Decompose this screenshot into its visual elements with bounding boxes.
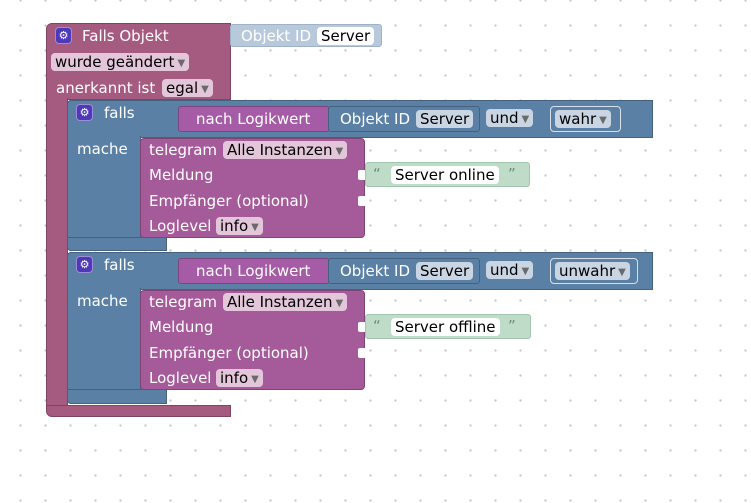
bool-dropdown[interactable]: unwahr▼ xyxy=(555,262,630,280)
to-bool-label: nach Logikwert xyxy=(196,110,311,128)
changed-value: wurde geändert xyxy=(55,53,175,71)
message-label: Meldung xyxy=(149,318,214,336)
input-socket xyxy=(358,348,367,358)
bool-value: wahr xyxy=(559,110,597,128)
chevron-down-icon: ▼ xyxy=(618,267,626,278)
quote-close-icon: ” xyxy=(508,317,516,335)
loglevel-dropdown[interactable]: info▼ xyxy=(216,369,263,387)
recipient-label: Empfänger (optional) xyxy=(149,192,309,210)
bool-value: unwahr xyxy=(559,262,616,280)
loglevel-label: Loglevel xyxy=(149,217,212,235)
to-bool-label: nach Logikwert xyxy=(196,262,311,280)
chevron-down-icon: ▼ xyxy=(521,266,530,277)
input-socket xyxy=(358,170,367,180)
operator-value: und xyxy=(490,261,519,279)
ack-value: egal xyxy=(166,79,199,97)
chevron-down-icon: ▼ xyxy=(335,146,344,157)
chevron-down-icon: ▼ xyxy=(251,222,259,233)
chevron-down-icon: ▼ xyxy=(177,58,186,69)
instance-dropdown[interactable]: Alle Instanzen▼ xyxy=(223,293,348,311)
do-label: mache xyxy=(77,292,128,310)
message-text-field[interactable]: Server online xyxy=(391,166,499,184)
chevron-down-icon: ▼ xyxy=(201,84,209,95)
input-socket xyxy=(358,196,367,206)
object-id-label: Objekt ID xyxy=(241,27,312,45)
ack-label: anerkannt ist xyxy=(56,79,156,97)
loglevel-dropdown[interactable]: info▼ xyxy=(216,217,263,235)
chevron-down-icon: ▼ xyxy=(521,114,530,125)
chevron-down-icon: ▼ xyxy=(251,374,259,385)
loglevel-value: info xyxy=(220,369,249,387)
if-label: falls xyxy=(104,104,135,122)
operator-dropdown[interactable]: und▼ xyxy=(486,109,534,127)
quote-close-icon: ” xyxy=(508,165,516,183)
message-text-field[interactable]: Server offline xyxy=(391,318,500,336)
ack-dropdown[interactable]: egal▼ xyxy=(162,79,213,97)
quote-open-icon: “ xyxy=(373,317,381,335)
operator-dropdown[interactable]: und▼ xyxy=(486,261,534,279)
if-label: falls xyxy=(104,256,135,274)
object-id-field[interactable]: Server xyxy=(317,27,375,45)
message-label: Meldung xyxy=(149,166,214,184)
instance-value: Alle Instanzen xyxy=(227,141,333,159)
trigger-title: Falls Objekt xyxy=(82,27,169,45)
object-id-label: Objekt ID xyxy=(340,110,411,128)
object-id-field[interactable]: Server xyxy=(416,262,474,280)
gear-icon[interactable]: ⚙ xyxy=(76,104,93,121)
instance-dropdown[interactable]: Alle Instanzen▼ xyxy=(223,141,348,159)
bool-dropdown[interactable]: wahr▼ xyxy=(555,110,611,128)
gear-icon[interactable]: ⚙ xyxy=(55,27,72,44)
loglevel-value: info xyxy=(220,217,249,235)
gear-icon[interactable]: ⚙ xyxy=(76,256,93,273)
changed-dropdown[interactable]: wurde geändert▼ xyxy=(51,53,190,71)
do-label: mache xyxy=(77,140,128,158)
object-id-label: Objekt ID xyxy=(340,262,411,280)
quote-open-icon: “ xyxy=(373,165,381,183)
instance-value: Alle Instanzen xyxy=(227,293,333,311)
operator-value: und xyxy=(490,109,519,127)
telegram-label: telegram xyxy=(149,293,217,311)
input-socket xyxy=(358,322,367,332)
chevron-down-icon: ▼ xyxy=(599,115,607,126)
recipient-label: Empfänger (optional) xyxy=(149,344,309,362)
object-id-field[interactable]: Server xyxy=(416,110,474,128)
telegram-label: telegram xyxy=(149,141,217,159)
loglevel-label: Loglevel xyxy=(149,369,212,387)
chevron-down-icon: ▼ xyxy=(335,298,344,309)
